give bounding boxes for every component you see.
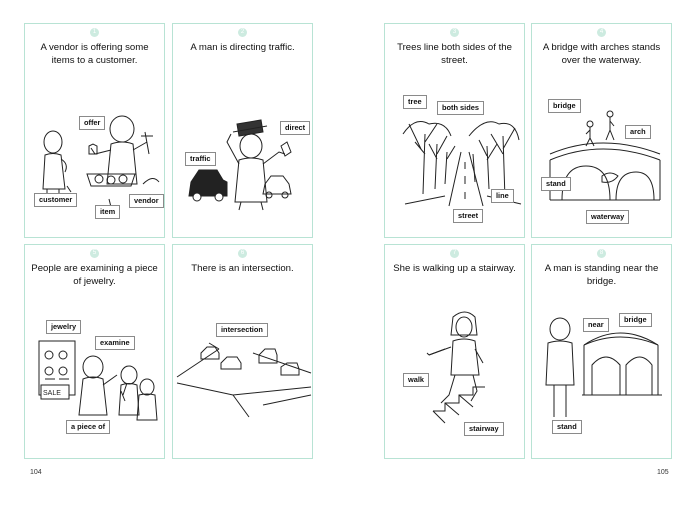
card-number: 2 [238, 28, 247, 37]
man-near-bridge-illustration [545, 317, 662, 417]
card-sentence: A man is directing traffic. [190, 42, 295, 53]
card-6: 6 There is an intersection. intersection [172, 244, 313, 459]
label-direct: direct [280, 121, 311, 135]
card-sentence: People are examining a piece of jewelry. [31, 263, 158, 287]
label-waterway: waterway [586, 210, 630, 224]
card-number: 3 [450, 28, 459, 37]
label-item: item [95, 205, 121, 219]
card-3: 3 Trees line both sides of the street. t… [384, 23, 525, 238]
sale-sign: SALE [43, 390, 61, 397]
card-number: 4 [597, 28, 606, 37]
card-sentence: Trees line both sides of the street. [397, 42, 512, 66]
label-line: line [491, 189, 514, 203]
page-number-left: 104 [30, 469, 42, 476]
page-number-right: 105 [657, 469, 669, 476]
label-offer: offer [79, 116, 106, 130]
card-4: 4 A bridge with arches stands over the w… [531, 23, 672, 238]
label-stairway: stairway [464, 422, 504, 436]
label-vendor: vendor [129, 194, 164, 208]
label-bridge: bridge [619, 313, 652, 327]
label-street: street [453, 209, 484, 223]
label-arch: arch [625, 125, 651, 139]
label-a-piece-of: a piece of [66, 420, 111, 434]
card-sentence: There is an intersection. [191, 263, 294, 274]
card-8: 8 A man is standing near the bridge. nea… [531, 244, 672, 459]
label-stand: stand [552, 420, 582, 434]
card-5: 5 People are examining a piece of jewelr… [24, 244, 165, 459]
label-traffic: traffic [185, 152, 216, 166]
label-walk: walk [403, 373, 430, 387]
label-jewelry: jewelry [46, 320, 82, 334]
card-sentence: A vendor is offering some items to a cus… [40, 42, 149, 66]
label-near: near [583, 318, 609, 332]
label-intersection: intersection [216, 323, 268, 337]
label-both-sides: both sides [437, 101, 484, 115]
label-tree: tree [403, 95, 427, 109]
card-7: 7 She is walking up a stairway. walk sta… [384, 244, 525, 459]
card-number: 7 [450, 249, 459, 258]
label-stand: stand [541, 177, 571, 191]
traffic-illustration [188, 119, 292, 211]
card-sentence: A man is standing near the bridge. [544, 263, 659, 287]
bridge-arches-illustration [549, 110, 661, 201]
label-examine: examine [95, 336, 135, 350]
jewelry-illustration: SALE [38, 340, 158, 421]
card-2: 2 A man is directing traffic. direct tra… [172, 23, 313, 238]
intersection-illustration [176, 342, 312, 418]
card-number: 5 [90, 249, 99, 258]
card-number: 6 [238, 249, 247, 258]
card-number: 8 [597, 249, 606, 258]
stairway-illustration [426, 311, 485, 424]
card-number: 1 [90, 28, 99, 37]
label-bridge: bridge [548, 99, 581, 113]
card-1: 1 A vendor is offering some items to a c… [24, 23, 165, 238]
label-customer: customer [34, 193, 78, 207]
card-sentence: She is walking up a stairway. [393, 263, 516, 274]
card-sentence: A bridge with arches stands over the wat… [542, 42, 661, 66]
trees-street-illustration [402, 121, 522, 207]
